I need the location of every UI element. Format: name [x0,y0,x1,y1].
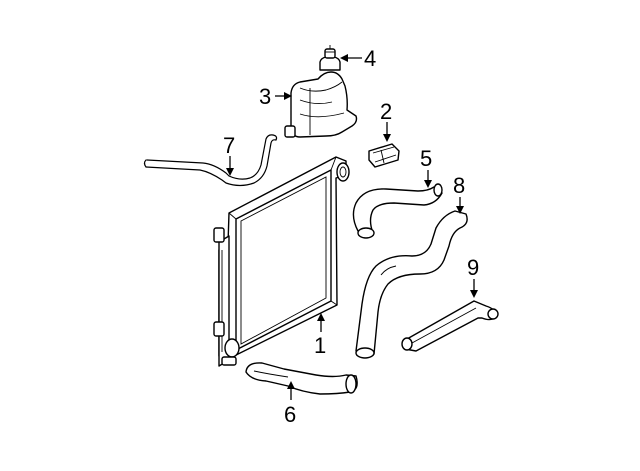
leader-3 [275,92,292,100]
callout-3: 3 [259,84,271,109]
leader-2 [383,122,391,142]
callout-4: 4 [364,46,376,71]
leader-8 [456,197,464,214]
callout-7: 7 [223,133,235,158]
reservoir-bracket [368,143,400,168]
callout-9: 9 [467,255,479,280]
callout-8: 8 [453,173,465,198]
coolant-reservoir [284,71,358,138]
leader-9 [470,279,478,298]
leader-6 [287,381,295,400]
lower-radiator-hose [355,210,468,359]
radiator-assembly [213,156,350,367]
leader-4 [340,54,362,62]
upper-radiator-hose [352,183,443,239]
callout-2: 2 [380,99,392,124]
outlet-hose [245,362,358,395]
callout-6: 6 [284,402,296,427]
leader-7 [226,156,234,176]
coolant-tube [401,300,499,352]
callout-1: 1 [314,333,326,358]
bypass-tube [143,134,278,187]
callout-5: 5 [420,146,432,171]
radiator-cap [319,45,341,71]
leader-1 [317,313,325,332]
leader-5 [424,170,432,188]
